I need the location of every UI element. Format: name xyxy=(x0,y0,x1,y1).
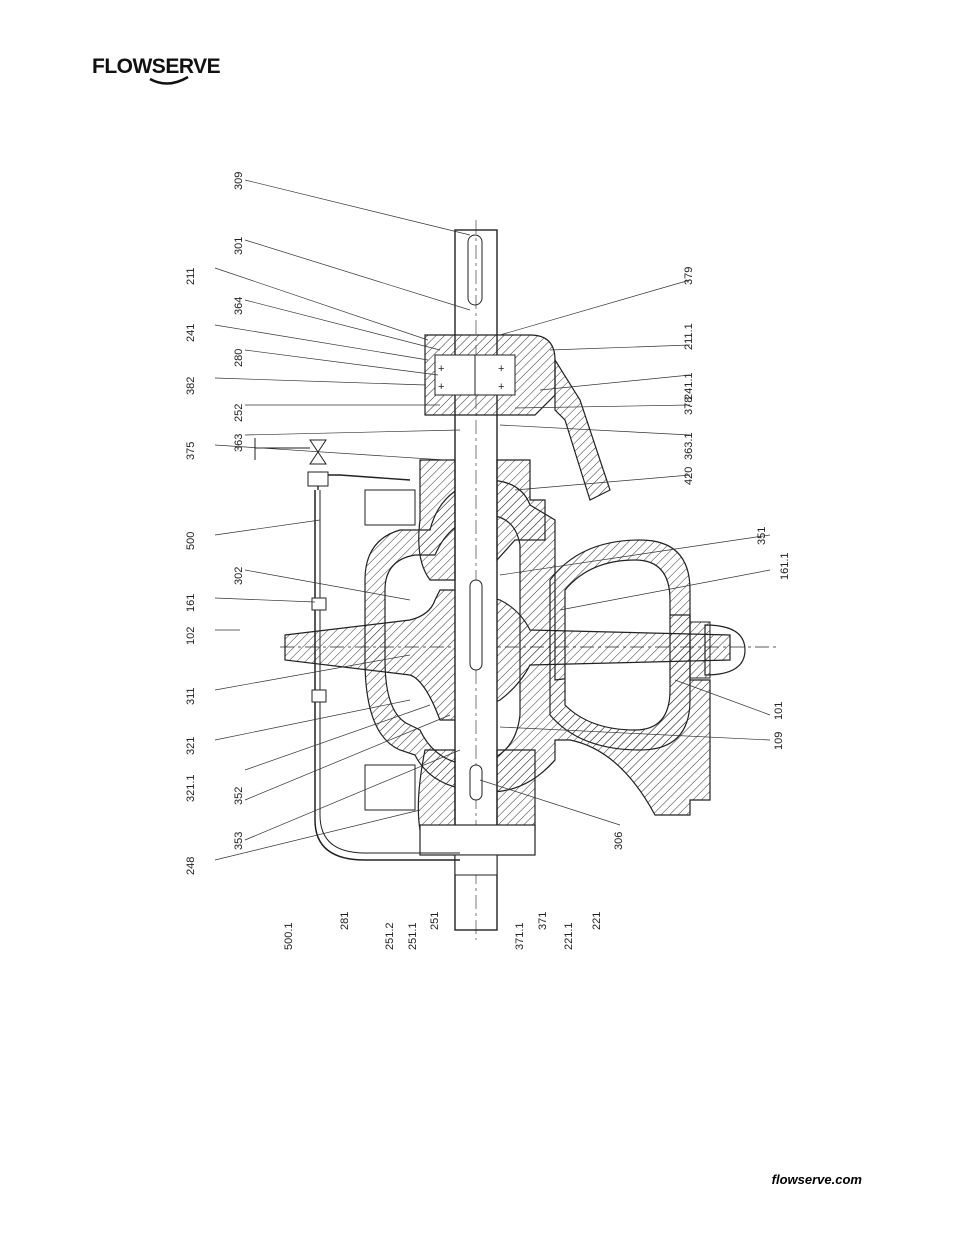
label-306: 306 xyxy=(613,832,625,850)
logo-text: FLOWSERVE xyxy=(92,55,221,78)
label-251-1: 251.1 xyxy=(407,922,419,950)
label-241: 241 xyxy=(185,324,197,342)
label-311: 311 xyxy=(185,687,197,705)
label-241-1: 241.1 xyxy=(683,372,695,400)
label-321-1: 321.1 xyxy=(185,774,197,802)
label-252: 252 xyxy=(233,404,245,422)
label-420: 420 xyxy=(683,467,695,485)
svg-text:+: + xyxy=(438,381,444,393)
svg-text:+: + xyxy=(498,381,504,393)
label-500-1: 500.1 xyxy=(283,922,295,950)
footer-url: flowserve.com xyxy=(771,1172,862,1187)
label-379: 379 xyxy=(683,267,695,285)
label-302: 302 xyxy=(233,567,245,585)
label-161: 161 xyxy=(185,594,197,612)
label-363: 363 xyxy=(233,434,245,452)
label-280: 280 xyxy=(233,349,245,367)
svg-text:+: + xyxy=(438,363,444,375)
label-321: 321 xyxy=(185,737,197,755)
label-375: 375 xyxy=(185,442,197,460)
label-382: 382 xyxy=(185,377,197,395)
label-500: 500 xyxy=(185,532,197,550)
label-102: 102 xyxy=(185,627,197,645)
label-352: 352 xyxy=(233,787,245,805)
label-309: 309 xyxy=(233,172,245,190)
label-109: 109 xyxy=(773,732,785,750)
label-221-1: 221.1 xyxy=(563,922,575,950)
label-211: 211 xyxy=(185,267,197,285)
label-353: 353 xyxy=(233,832,245,850)
label-371: 371 xyxy=(537,912,549,930)
logo-swoosh-icon xyxy=(149,75,189,85)
label-301: 301 xyxy=(233,237,245,255)
label-251-2: 251.2 xyxy=(384,922,396,950)
label-281: 281 xyxy=(339,912,351,930)
label-378: 378 xyxy=(683,397,695,415)
label-371-1: 371.1 xyxy=(514,922,526,950)
label-351: 351 xyxy=(756,527,768,545)
label-101: 101 xyxy=(773,702,785,720)
flowserve-logo: FLOWSERVE xyxy=(92,55,221,89)
label-364: 364 xyxy=(233,297,245,315)
label-221: 221 xyxy=(591,912,603,930)
label-161-1: 161.1 xyxy=(779,552,791,580)
label-211-1: 211.1 xyxy=(683,323,695,350)
label-251: 251 xyxy=(429,912,441,930)
svg-text:+: + xyxy=(498,363,504,375)
label-363-1: 363.1 xyxy=(683,432,695,460)
pump-sectional-drawing: + + + + xyxy=(185,172,791,950)
label-248: 248 xyxy=(185,857,197,875)
